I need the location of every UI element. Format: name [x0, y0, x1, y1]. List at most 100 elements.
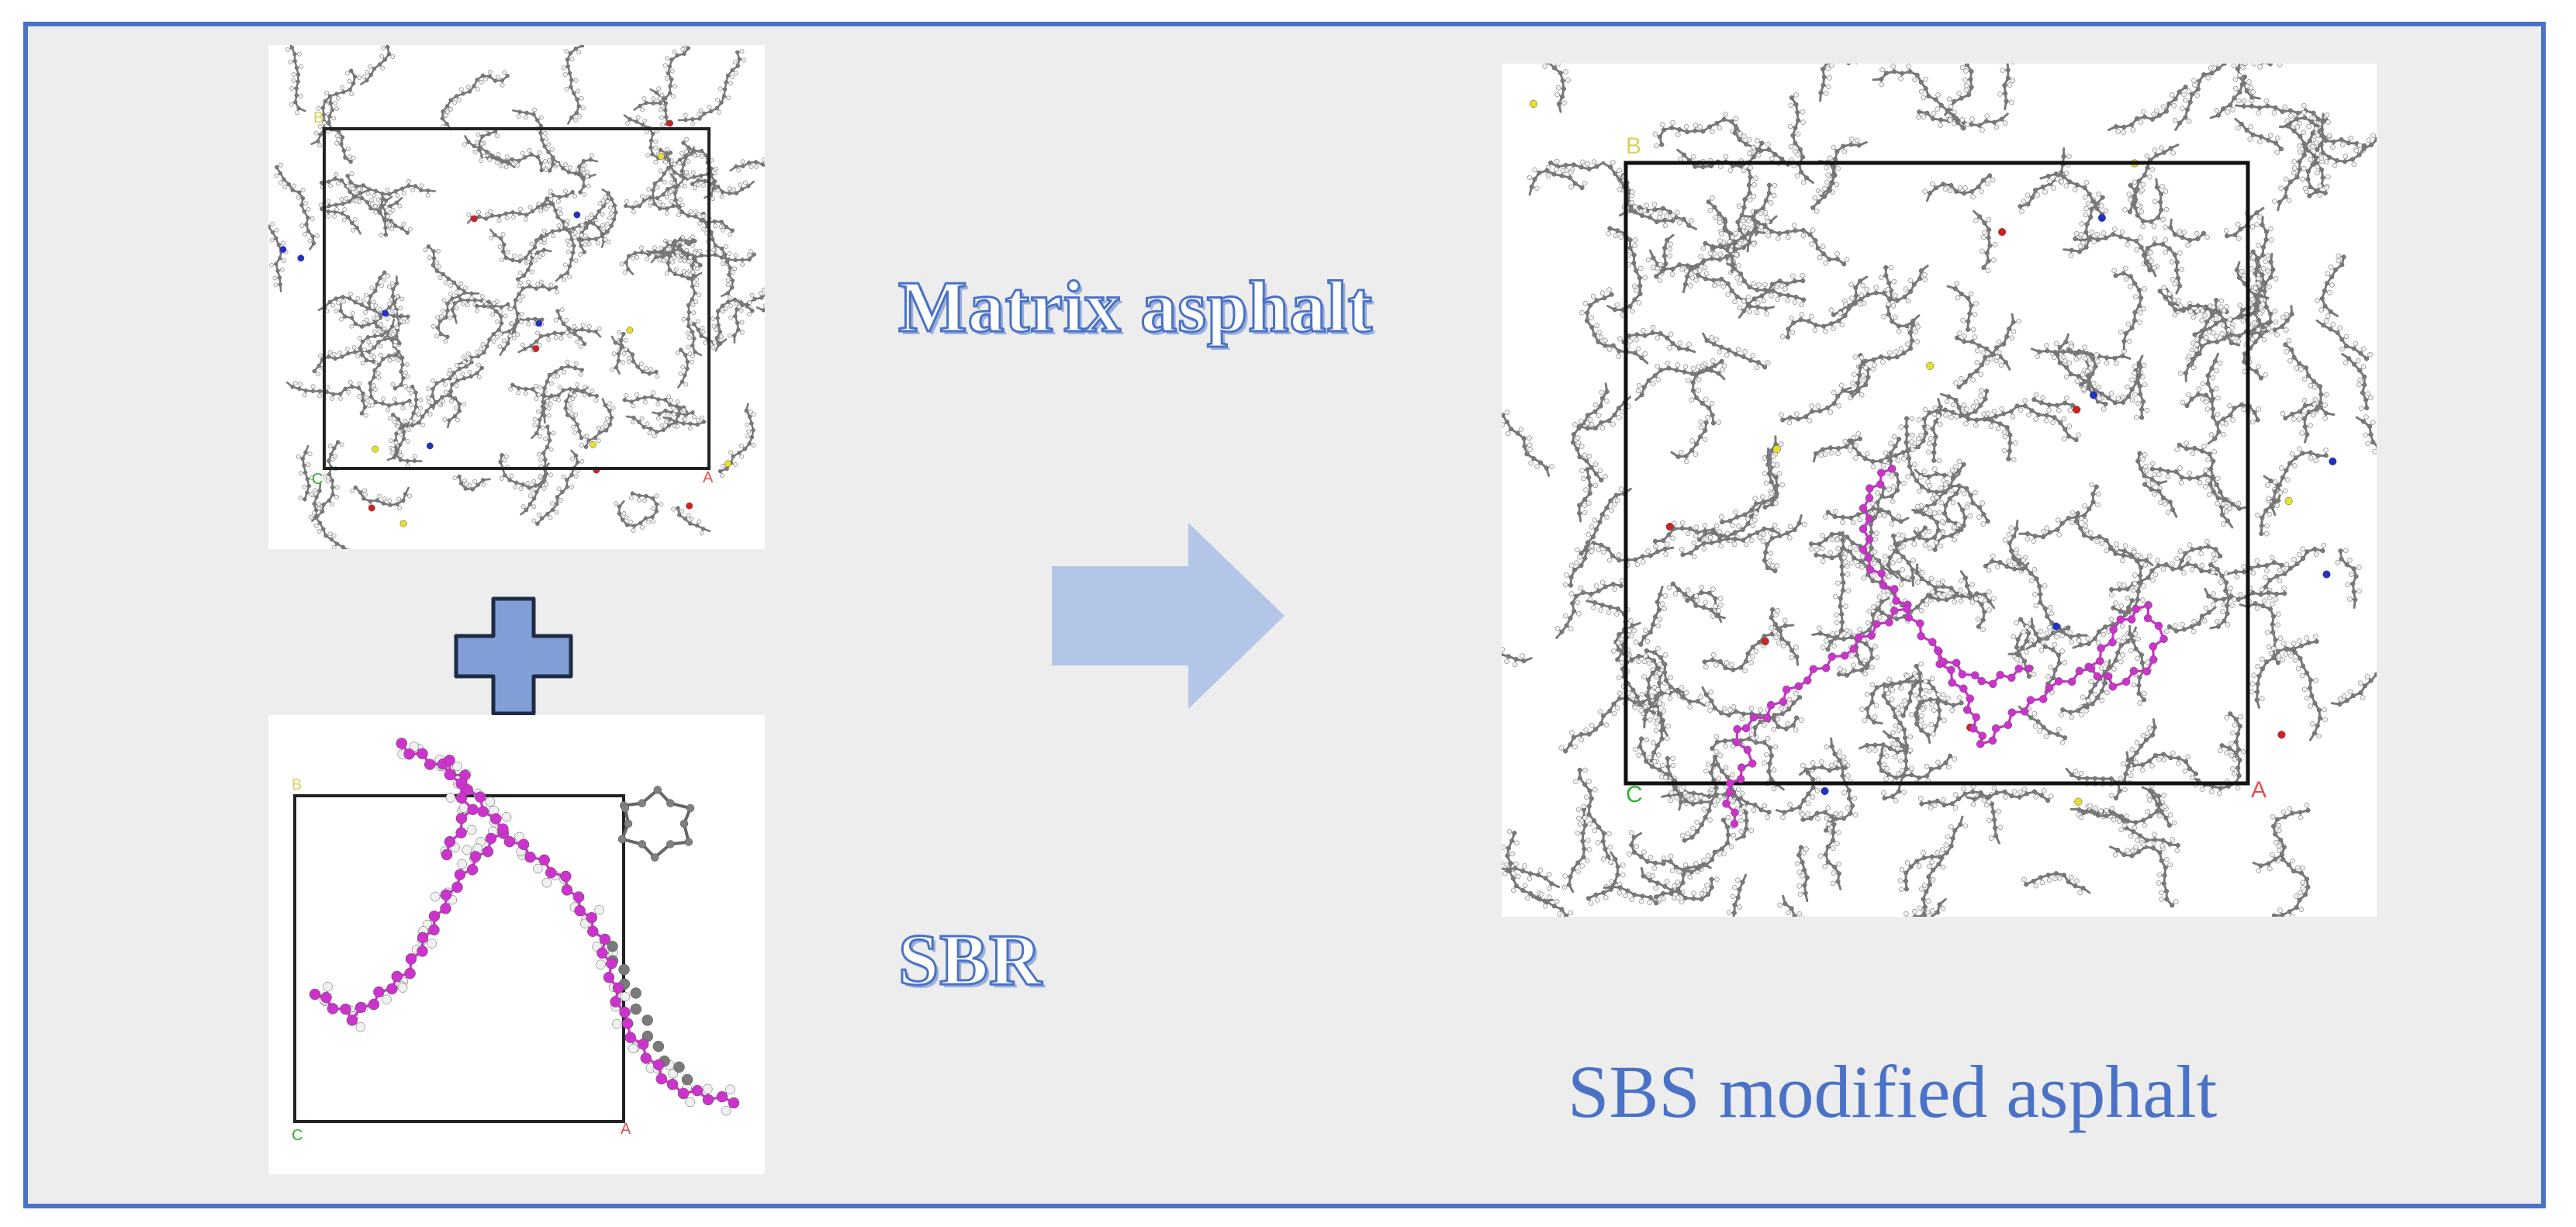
hydrogen-atom	[1710, 586, 1716, 592]
hydrogen-atom	[341, 299, 347, 304]
hydrogen-atom	[687, 351, 693, 357]
carbon-atom	[2026, 674, 2031, 679]
hydrogen-atom	[743, 180, 748, 185]
hydrogen-atom	[499, 475, 504, 481]
hydrogen-atom	[657, 257, 662, 263]
oxygen-atom	[686, 502, 693, 510]
hydrogen-atom	[403, 419, 408, 423]
hydrogen-atom	[425, 192, 430, 198]
hydrogen-atom	[386, 273, 391, 278]
hydrogen-atom	[500, 232, 506, 237]
hydrogen-atom	[469, 296, 475, 301]
hydrogen-atom	[547, 157, 552, 163]
hydrogen-atom	[333, 101, 338, 105]
hydrogen-atom	[2224, 750, 2229, 755]
hydrogen-atom	[2178, 480, 2184, 486]
hydrogen-atom	[462, 845, 472, 855]
hydrogen-atom	[653, 145, 658, 150]
hydrogen-atom	[554, 335, 558, 340]
carbon-atom	[579, 237, 584, 243]
axis-label-b: B	[313, 109, 323, 126]
hydrogen-atom	[366, 339, 372, 344]
hydrogen-atom	[549, 381, 554, 386]
hydrogen-atom	[326, 213, 331, 219]
hydrogen-atom	[669, 398, 674, 403]
hydrogen-atom	[363, 413, 368, 418]
hydrogen-atom	[621, 351, 627, 356]
hydrogen-atom	[406, 386, 411, 392]
hydrogen-atom	[558, 211, 563, 216]
hydrogen-atom	[324, 91, 330, 95]
hydrogen-atom	[577, 114, 583, 119]
hydrogen-atom	[659, 107, 663, 112]
polymer-chain-atom	[428, 911, 441, 922]
polymer-chain-atom	[485, 832, 497, 845]
hydrogen-atom	[467, 369, 472, 375]
hydrogen-atom	[546, 413, 552, 418]
hydrogen-atom	[427, 399, 431, 405]
hydrogen-atom	[443, 338, 448, 344]
hydrogen-atom	[642, 118, 648, 123]
hydrogen-atom	[406, 178, 411, 184]
hydrogen-atom	[731, 270, 735, 275]
carbon-atom	[391, 413, 396, 417]
hydrogen-atom	[531, 518, 537, 524]
hydrogen-atom	[645, 421, 650, 427]
hydrogen-atom	[392, 309, 398, 314]
carbon-atom	[681, 140, 686, 145]
hydrogen-atom	[309, 514, 313, 520]
hydrogen-atom	[608, 205, 613, 210]
hydrogen-atom	[2199, 786, 2205, 792]
hydrogen-atom	[614, 501, 618, 506]
bond	[289, 45, 293, 49]
diagram-frame: A B C A B C Matrix asphalt SBR A B	[23, 22, 2546, 1208]
carbon-atom	[690, 238, 695, 244]
hydrogen-atom	[503, 164, 509, 170]
hydrogen-atom	[363, 292, 368, 298]
hydrogen-atom	[396, 358, 401, 363]
hydrogen-atom	[517, 271, 523, 275]
hydrogen-atom	[355, 354, 361, 359]
hydrogen-atom	[2031, 672, 2037, 677]
hydrogen-atom	[523, 391, 528, 396]
hydrogen-atom	[559, 307, 565, 313]
polymer-chain-atom	[424, 759, 436, 770]
matrix-asphalt-atoms	[268, 45, 765, 549]
hydrogen-atom	[721, 1105, 731, 1116]
hydrogen-atom	[576, 50, 582, 55]
sulfur-atom	[399, 520, 407, 527]
hydrogen-atom	[584, 434, 590, 439]
sulfur-atom	[590, 441, 596, 448]
hydrogen-atom	[313, 488, 317, 493]
polymer-chain-atom	[572, 891, 585, 903]
hydrogen-atom	[1528, 460, 1533, 466]
hydrogen-atom	[636, 498, 641, 503]
hydrogen-atom	[583, 242, 588, 247]
hydrogen-atom	[377, 329, 382, 334]
hydrogen-atom	[437, 264, 442, 269]
hydrogen-atom	[676, 213, 681, 218]
carbon-atom	[410, 384, 415, 389]
polymer-chain-atom	[503, 835, 516, 848]
hydrogen-atom	[465, 85, 471, 90]
hydrogen-atom	[479, 293, 485, 299]
bond	[760, 293, 765, 299]
hydrogen-atom	[357, 381, 362, 386]
hydrogen-atom	[505, 250, 510, 254]
hydrogen-atom	[299, 64, 304, 69]
hydrogen-atom	[731, 187, 736, 192]
hydrogen-atom	[645, 153, 651, 158]
hydrogen-atom	[697, 519, 702, 524]
hydrogen-atom	[621, 360, 625, 365]
hydrogen-atom	[586, 183, 591, 188]
hydrogen-atom	[516, 114, 521, 119]
hydrogen-atom	[579, 233, 584, 238]
hydrogen-atom	[631, 209, 636, 215]
hydrogen-atom	[489, 235, 493, 240]
hydrogen-atom	[393, 441, 399, 445]
hydrogen-atom	[673, 84, 677, 89]
hydrogen-atom	[749, 409, 753, 414]
polymer-chain-atom	[396, 738, 408, 749]
hydrogen-atom	[532, 257, 538, 263]
hydrogen-atom	[369, 403, 375, 408]
